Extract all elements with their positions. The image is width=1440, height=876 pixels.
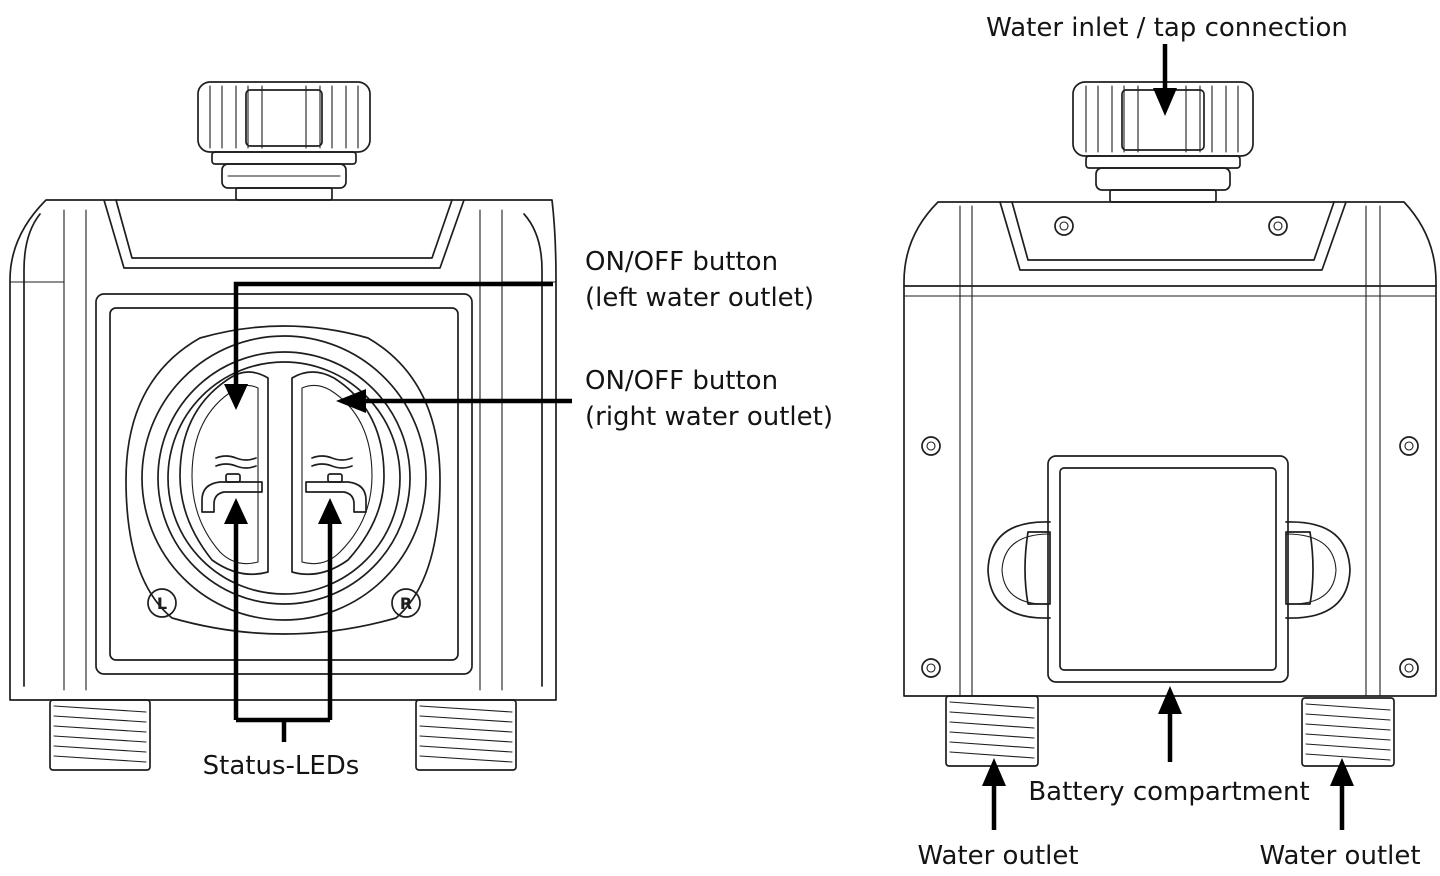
callout-arrows-front (224, 281, 572, 742)
onoff-right-label-line1: ON/OFF button (585, 366, 778, 396)
faucet-icon (201, 455, 263, 513)
front-housing (9, 199, 557, 701)
water-outlet-left-label: Water outlet (917, 841, 1078, 871)
onoff-left-label-line1: ON/OFF button (585, 247, 778, 277)
front-view: L R (9, 81, 557, 771)
left-button-marking: L (157, 594, 167, 613)
front-button-assembly: L R (125, 325, 441, 635)
faucet-icon (305, 455, 367, 513)
back-view (903, 81, 1437, 767)
onoff-right-label-line2: (right water outlet) (585, 402, 833, 432)
front-tap-connector (197, 81, 371, 201)
onoff-left-label-line2: (left water outlet) (585, 283, 814, 313)
water-outlet-right-label: Water outlet (1259, 841, 1420, 871)
battery-compartment-label: Battery compartment (1028, 777, 1309, 807)
front-left-outlet (49, 699, 151, 771)
back-right-outlet (1301, 697, 1395, 767)
back-left-outlet (945, 695, 1039, 767)
right-button-marking: R (400, 594, 412, 613)
status-leds-label: Status-LEDs (203, 751, 360, 781)
front-right-outlet (415, 699, 517, 771)
battery-compartment-cover[interactable] (987, 455, 1351, 683)
back-housing (903, 201, 1437, 697)
left-onoff-button[interactable] (179, 371, 269, 576)
water-inlet-label: Water inlet / tap connection (986, 13, 1348, 43)
callout-arrows-back (982, 44, 1354, 830)
